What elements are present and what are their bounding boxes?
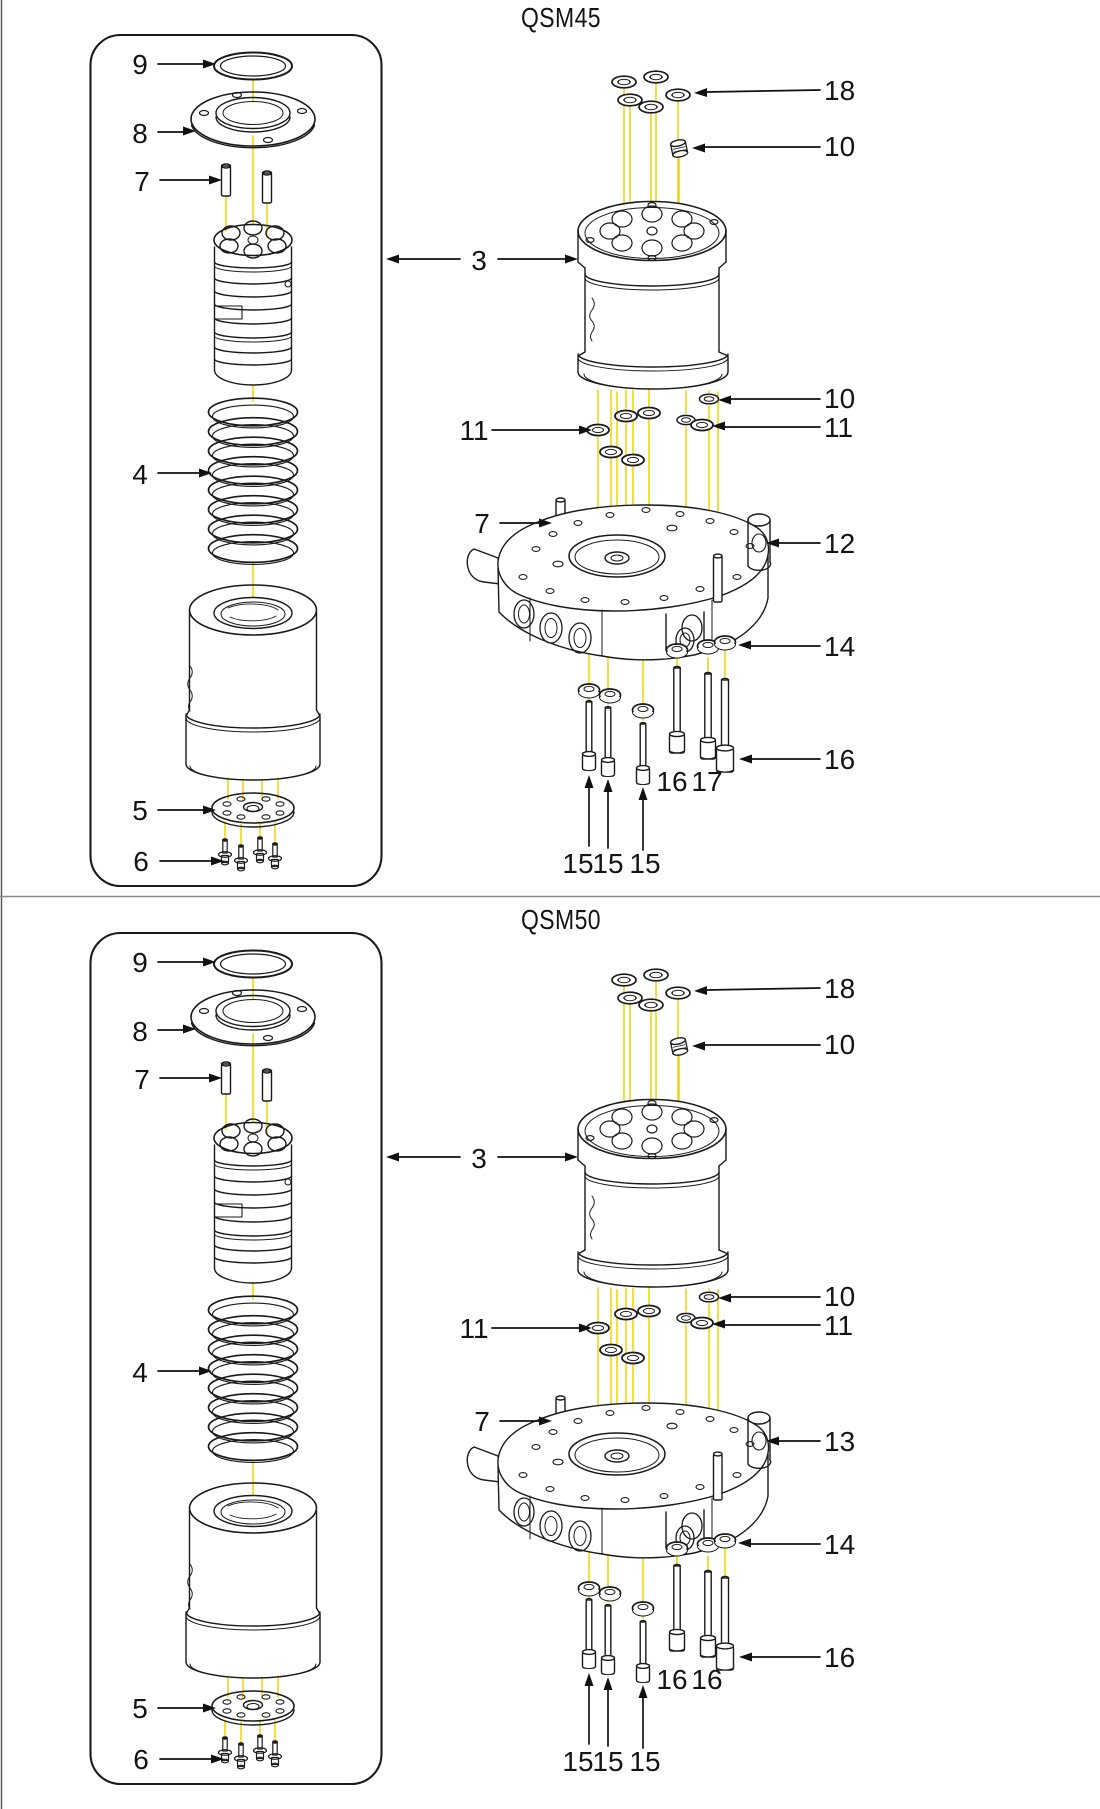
callout-plug: 10 [824, 1029, 855, 1060]
section-qsm45: QSM45 9 8 7 4 5 6 3 11 7 18 10 10 11 12 … [89, 2, 855, 888]
callout-screws: 6 [133, 1744, 149, 1775]
callout-pins-top: 7 [134, 166, 150, 197]
section-title: QSM50 [521, 904, 601, 935]
callout-manifold: 12 [824, 528, 855, 559]
callout-seal-washers-left: 11 [459, 415, 488, 446]
callout-plug: 10 [824, 131, 855, 162]
callout-seal-lower: 11 [824, 412, 853, 443]
callout-o-ring: 9 [132, 49, 148, 80]
callout-bolt-mid-left: 16 [656, 766, 687, 797]
assembly-drawing [89, 931, 822, 1786]
callout-seal-lower: 11 [824, 1310, 853, 1341]
callout-washer-set: 18 [824, 75, 855, 106]
callout-bolt-large: 16 [824, 1642, 855, 1673]
callout-washer-set: 18 [824, 973, 855, 1004]
callout-bolt-long-b: 15 [592, 848, 623, 879]
callout-flange: 8 [132, 1016, 148, 1047]
section-qsm50: QSM50 9 8 7 4 5 6 3 11 7 18 10 10 11 13 … [89, 904, 855, 1786]
callout-seal-washers-left: 11 [459, 1313, 488, 1344]
callout-screws: 6 [133, 846, 149, 877]
callout-o-ring: 9 [132, 947, 148, 978]
callout-bolt-long-a: 15 [562, 1746, 593, 1777]
callout-base-plate: 5 [132, 1693, 148, 1724]
callout-bolt-large: 16 [824, 744, 855, 775]
callout-manifold: 13 [824, 1426, 855, 1457]
callout-pins-top: 7 [134, 1064, 150, 1095]
callout-labels: 9 8 7 4 5 6 3 11 7 18 10 10 11 13 14 16 … [132, 947, 855, 1777]
callout-flange: 8 [132, 118, 148, 149]
callout-springs: 4 [132, 1357, 148, 1388]
callout-bolt-mid-right: 17 [691, 766, 722, 797]
callout-nuts: 14 [824, 1529, 855, 1560]
callout-seal-upper: 10 [824, 383, 855, 414]
callout-assembly: 3 [471, 1143, 487, 1174]
assembly-drawing [89, 33, 822, 888]
callout-assembly: 3 [471, 245, 487, 276]
callout-seal-upper: 10 [824, 1281, 855, 1312]
callout-bolt-long-b: 15 [592, 1746, 623, 1777]
callout-springs: 4 [132, 459, 148, 490]
callout-pin-mid: 7 [474, 1406, 490, 1437]
callout-labels: 9 8 7 4 5 6 3 11 7 18 10 10 11 12 14 16 … [132, 49, 855, 879]
callout-bolt-mid-left: 16 [656, 1664, 687, 1695]
callout-bolt-mid-right: 16 [691, 1664, 722, 1695]
callout-bolt-long-a: 15 [562, 848, 593, 879]
section-title: QSM45 [521, 2, 601, 33]
callout-base-plate: 5 [132, 795, 148, 826]
callout-nuts: 14 [824, 631, 855, 662]
callout-pin-mid: 7 [474, 508, 490, 539]
callout-bolt-long-c: 15 [629, 848, 660, 879]
callout-bolt-long-c: 15 [629, 1746, 660, 1777]
